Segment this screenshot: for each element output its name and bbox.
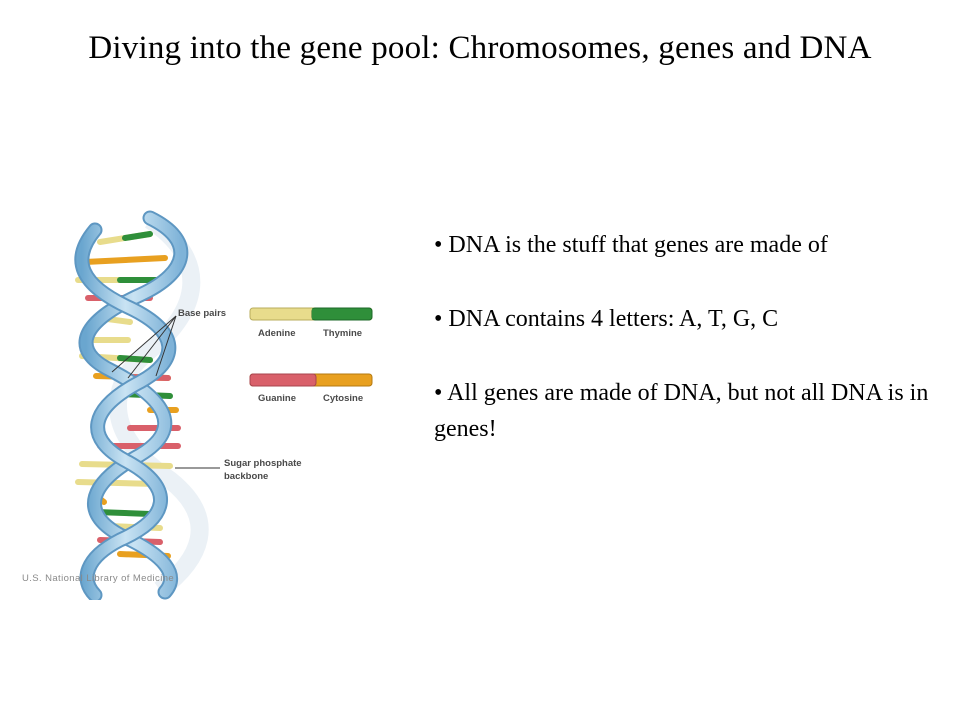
bullet-list: • DNA is the stuff that genes are made o…: [434, 227, 944, 485]
thymine-label: Thymine: [323, 328, 362, 339]
adenine-label: Adenine: [258, 328, 295, 339]
bullet-item: • DNA is the stuff that genes are made o…: [434, 232, 828, 258]
legend-guanine-cytosine: Guanine Cytosine: [249, 373, 373, 404]
legend-adenine-thymine: Adenine Thymine: [249, 307, 373, 339]
image-credit: U.S. National Library of Medicine: [22, 573, 175, 584]
dna-helix-figure: Base pairs Adenine Thymine Guanine Cytos…: [0, 200, 400, 603]
backbone-callout: Sugar phosphate backbone: [175, 458, 302, 482]
backbone-label-line2: backbone: [224, 471, 268, 482]
cytosine-label: Cytosine: [323, 393, 363, 404]
base-pairs-callout: Base pairs: [111, 308, 226, 379]
dna-helix-illustration: Base pairs Adenine Thymine Guanine Cytos…: [74, 210, 373, 603]
backbone-label-line1: Sugar phosphate: [224, 458, 302, 469]
sugar-phosphate-backbone: [74, 210, 189, 603]
slide-title: Diving into the gene pool: Chromosomes, …: [88, 30, 872, 66]
bullet-item: • All genes are made of DNA, but not all…: [434, 380, 929, 442]
bullet-item: • DNA contains 4 letters: A, T, G, C: [434, 306, 779, 332]
base-pairs-label: Base pairs: [178, 308, 226, 319]
guanine-label: Guanine: [258, 393, 296, 404]
